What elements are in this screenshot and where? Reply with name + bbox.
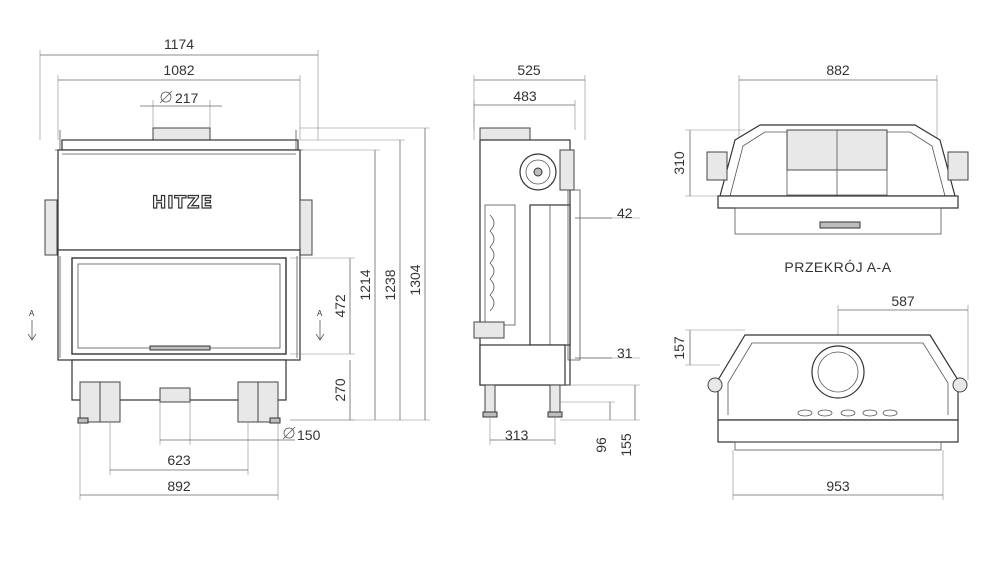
dim-310-label: 310 — [671, 151, 687, 175]
dim-483-label: 483 — [513, 88, 537, 104]
dim-155: 155 — [560, 384, 640, 457]
dim-892-label: 892 — [167, 478, 191, 494]
flue-ring-inner — [817, 351, 859, 393]
dim-155-label: 155 — [618, 433, 634, 457]
svg-text:A: A — [317, 309, 323, 318]
top-front-frame — [717, 195, 959, 209]
left-side-panel — [44, 199, 58, 256]
side-base — [479, 344, 566, 386]
dim-96-label: 96 — [593, 437, 609, 453]
dim-217-label: 217 — [175, 90, 199, 106]
air-inlet — [159, 387, 191, 403]
dim-body-width: 1082 — [57, 62, 301, 140]
dim-953-label: 953 — [826, 478, 850, 494]
dim-31-label: 31 — [617, 345, 633, 361]
dim-height-1214: 1214 — [300, 149, 380, 420]
dim-flue-diameter: 217 — [140, 90, 222, 130]
dim-150-label: 150 — [297, 427, 321, 443]
dim-air-inlet: 150 — [159, 402, 321, 445]
right-side-panel — [299, 199, 313, 256]
dim-base-width: 892 — [79, 423, 279, 500]
dim-1082-label: 1082 — [163, 62, 194, 78]
section-mark-left: A — [27, 309, 37, 341]
dim-offset-42: 42 — [575, 205, 640, 221]
dim-glass-height: 472 — [290, 257, 355, 355]
dim-270-label: 270 — [332, 378, 348, 402]
bottom-section-view: 587 157 953 — [671, 293, 969, 500]
dim-587-label: 587 — [891, 293, 915, 309]
upper-body — [57, 149, 301, 251]
dim-96: 96 — [560, 401, 615, 453]
front-view: 1174 1082 217 HITZE — [27, 36, 430, 500]
air-holes — [797, 409, 898, 417]
section-label: PRZEKRÓJ A-A — [784, 259, 891, 275]
dim-42-label: 42 — [617, 205, 633, 221]
top-right-side-box — [947, 151, 969, 181]
dim-882-label: 882 — [826, 62, 850, 78]
dim-width-953: 953 — [732, 450, 944, 500]
dim-depth-body: 483 — [473, 88, 576, 130]
ash-lip — [149, 345, 211, 351]
hitze-logo: HITZE — [152, 193, 213, 213]
dim-base-height: 270 — [290, 360, 355, 421]
dim-1174-label: 1174 — [164, 36, 194, 52]
dim-525-label: 525 — [517, 62, 541, 78]
side-air-inlet — [473, 321, 505, 339]
legs — [77, 381, 281, 424]
dim-leg-depth: 313 — [489, 418, 556, 445]
dim-1304-label: 1304 — [407, 264, 423, 295]
flue-ring-outer — [811, 345, 865, 399]
side-view: 525 483 42 — [473, 62, 640, 457]
dim-1238-label: 1238 — [382, 269, 398, 300]
section-mark-right: A — [315, 309, 325, 341]
dim-623-label: 623 — [167, 452, 191, 468]
dim-offset-587: 587 — [837, 293, 969, 380]
dim-height-1238: 1238 — [300, 139, 405, 420]
dim-leg-spacing: 623 — [109, 423, 249, 475]
dim-width-882: 882 — [738, 62, 938, 140]
top-section-view: 882 310 — [671, 62, 969, 235]
top-left-side-box — [706, 151, 728, 181]
dim-overall-width: 1174 — [39, 36, 319, 140]
dim-472-label: 472 — [332, 294, 348, 318]
dim-height-157: 157 — [671, 329, 745, 366]
dim-height-overall: 1304 — [290, 127, 430, 421]
side-baffles — [489, 214, 495, 312]
bottom-left-knob — [707, 377, 723, 393]
bottom-right-knob — [952, 377, 968, 393]
dim-157-label: 157 — [671, 336, 687, 360]
dim-offset-31: 31 — [575, 345, 640, 361]
fan-hub — [533, 167, 543, 177]
dim-1214-label: 1214 — [357, 269, 373, 300]
top-hood — [61, 139, 299, 151]
glass-window — [71, 257, 287, 355]
svg-text:A: A — [29, 309, 35, 318]
dim-313-label: 313 — [505, 427, 529, 443]
bottom-front-frame — [717, 419, 959, 443]
